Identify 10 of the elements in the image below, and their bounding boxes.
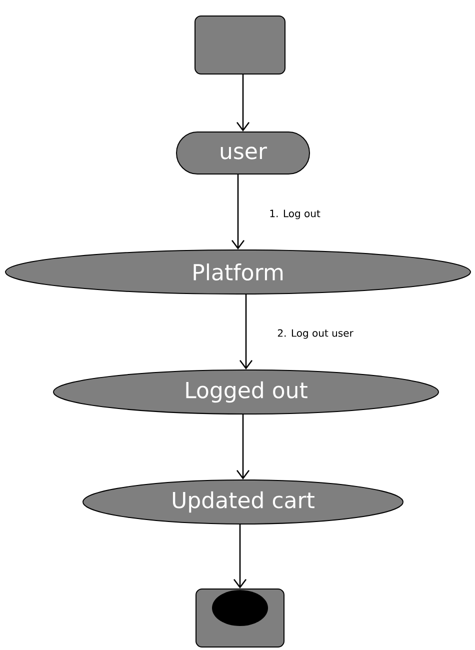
arrow xyxy=(233,524,247,588)
edge-label: 2. Log out user xyxy=(276,328,354,340)
start-box xyxy=(194,16,286,74)
arrow xyxy=(236,414,250,480)
edge-label: 1. Log out xyxy=(268,208,322,220)
end-box xyxy=(196,588,284,648)
arrow xyxy=(231,174,245,250)
arrow xyxy=(236,74,250,132)
activity-pill: user xyxy=(176,132,310,174)
arrow xyxy=(239,294,253,370)
